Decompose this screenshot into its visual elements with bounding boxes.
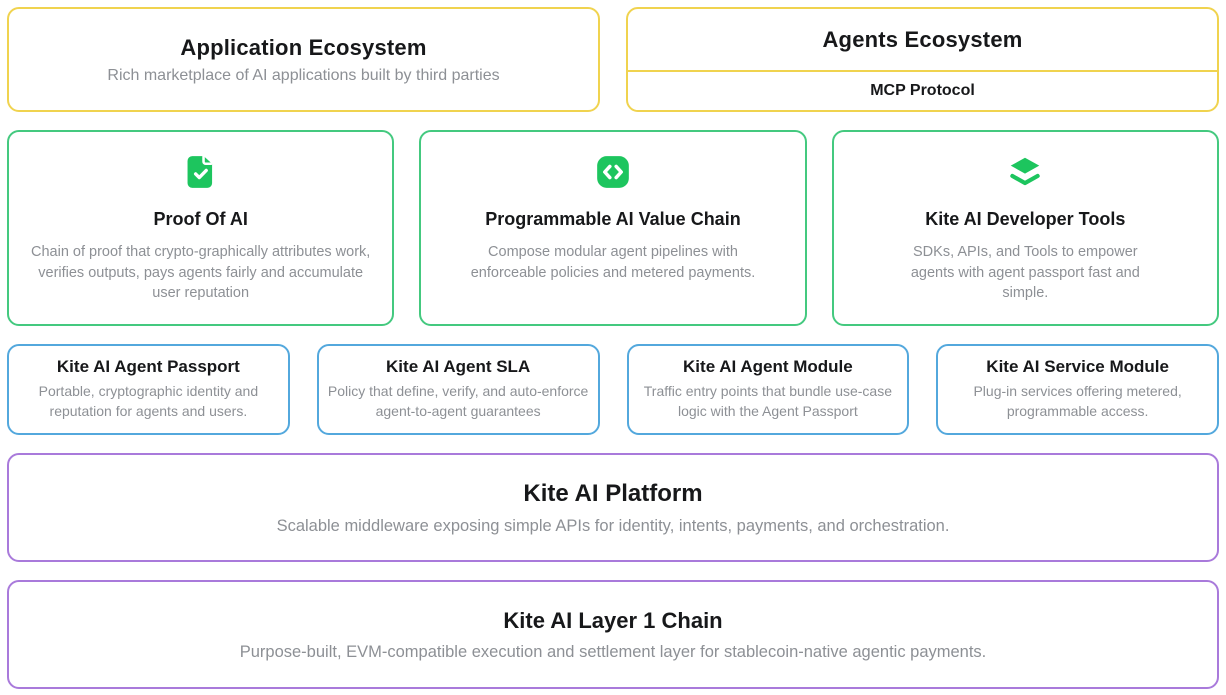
module-row: Kite AI Agent Passport Portable, cryptog… <box>7 344 1219 435</box>
chain-title: Kite AI Layer 1 Chain <box>503 607 723 633</box>
agents-ecosystem-header: Agents Ecosystem <box>628 9 1217 70</box>
developer-tools-description: SDKs, APIs, and Tools to empower agents … <box>910 244 1140 302</box>
developer-tools-title: Kite AI Developer Tools <box>925 209 1126 229</box>
agent-passport-description: Portable, cryptographic identity and rep… <box>38 383 259 419</box>
mcp-protocol-label: MCP Protocol <box>870 82 975 99</box>
chain-description: Purpose-built, EVM-compatible execution … <box>239 642 987 661</box>
agent-sla-card: Kite AI Agent SLA Policy that define, ve… <box>316 344 600 435</box>
service-module-description: Plug-in services offering metered, progr… <box>973 383 1182 419</box>
agents-ecosystem-title: Agents Ecosystem <box>822 26 1023 52</box>
ecosystem-row: Application Ecosystem Rich marketplace o… <box>7 7 1219 112</box>
mcp-protocol-section: MCP Protocol <box>628 70 1217 110</box>
application-ecosystem-subtitle: Rich marketplace of AI applications buil… <box>107 66 500 84</box>
application-ecosystem-title: Application Ecosystem <box>180 34 427 60</box>
code-icon <box>594 153 632 191</box>
programmable-value-chain-title: Programmable AI Value Chain <box>485 209 741 229</box>
agents-ecosystem-card: Agents Ecosystem MCP Protocol <box>626 7 1219 112</box>
platform-description: Scalable middleware exposing simple APIs… <box>276 516 950 535</box>
kite-ai-layer1-chain-band: Kite AI Layer 1 Chain Purpose-built, EVM… <box>7 580 1219 689</box>
service-module-title: Kite AI Service Module <box>986 357 1169 377</box>
file-check-icon <box>182 153 220 191</box>
layers-icon <box>1006 153 1044 191</box>
platform-title: Kite AI Platform <box>523 479 703 507</box>
agent-module-card: Kite AI Agent Module Traffic entry point… <box>626 344 910 435</box>
service-module-card: Kite AI Service Module Plug-in services … <box>936 344 1219 435</box>
agent-sla-title: Kite AI Agent SLA <box>386 357 531 377</box>
application-ecosystem-card: Application Ecosystem Rich marketplace o… <box>7 7 600 112</box>
agent-sla-description: Policy that define, verify, and auto-enf… <box>327 383 589 419</box>
proof-of-ai-title: Proof Of AI <box>153 209 248 229</box>
agent-module-description: Traffic entry points that bundle use-cas… <box>643 383 892 419</box>
developer-tools-card: Kite AI Developer Tools SDKs, APIs, and … <box>831 130 1219 326</box>
kite-ai-platform-band: Kite AI Platform Scalable middleware exp… <box>7 453 1219 562</box>
agent-passport-title: Kite AI Agent Passport <box>56 357 240 377</box>
proof-of-ai-description: Chain of proof that crypto-graphically a… <box>31 244 371 302</box>
proof-of-ai-card: Proof Of AI Chain of proof that crypto-g… <box>7 130 395 326</box>
feature-row: Proof Of AI Chain of proof that crypto-g… <box>7 130 1219 326</box>
agent-module-title: Kite AI Agent Module <box>683 357 853 377</box>
agent-passport-card: Kite AI Agent Passport Portable, cryptog… <box>7 344 290 435</box>
programmable-value-chain-description: Compose modular agent pipelines with enf… <box>470 244 756 281</box>
programmable-value-chain-card: Programmable AI Value Chain Compose modu… <box>419 130 807 326</box>
